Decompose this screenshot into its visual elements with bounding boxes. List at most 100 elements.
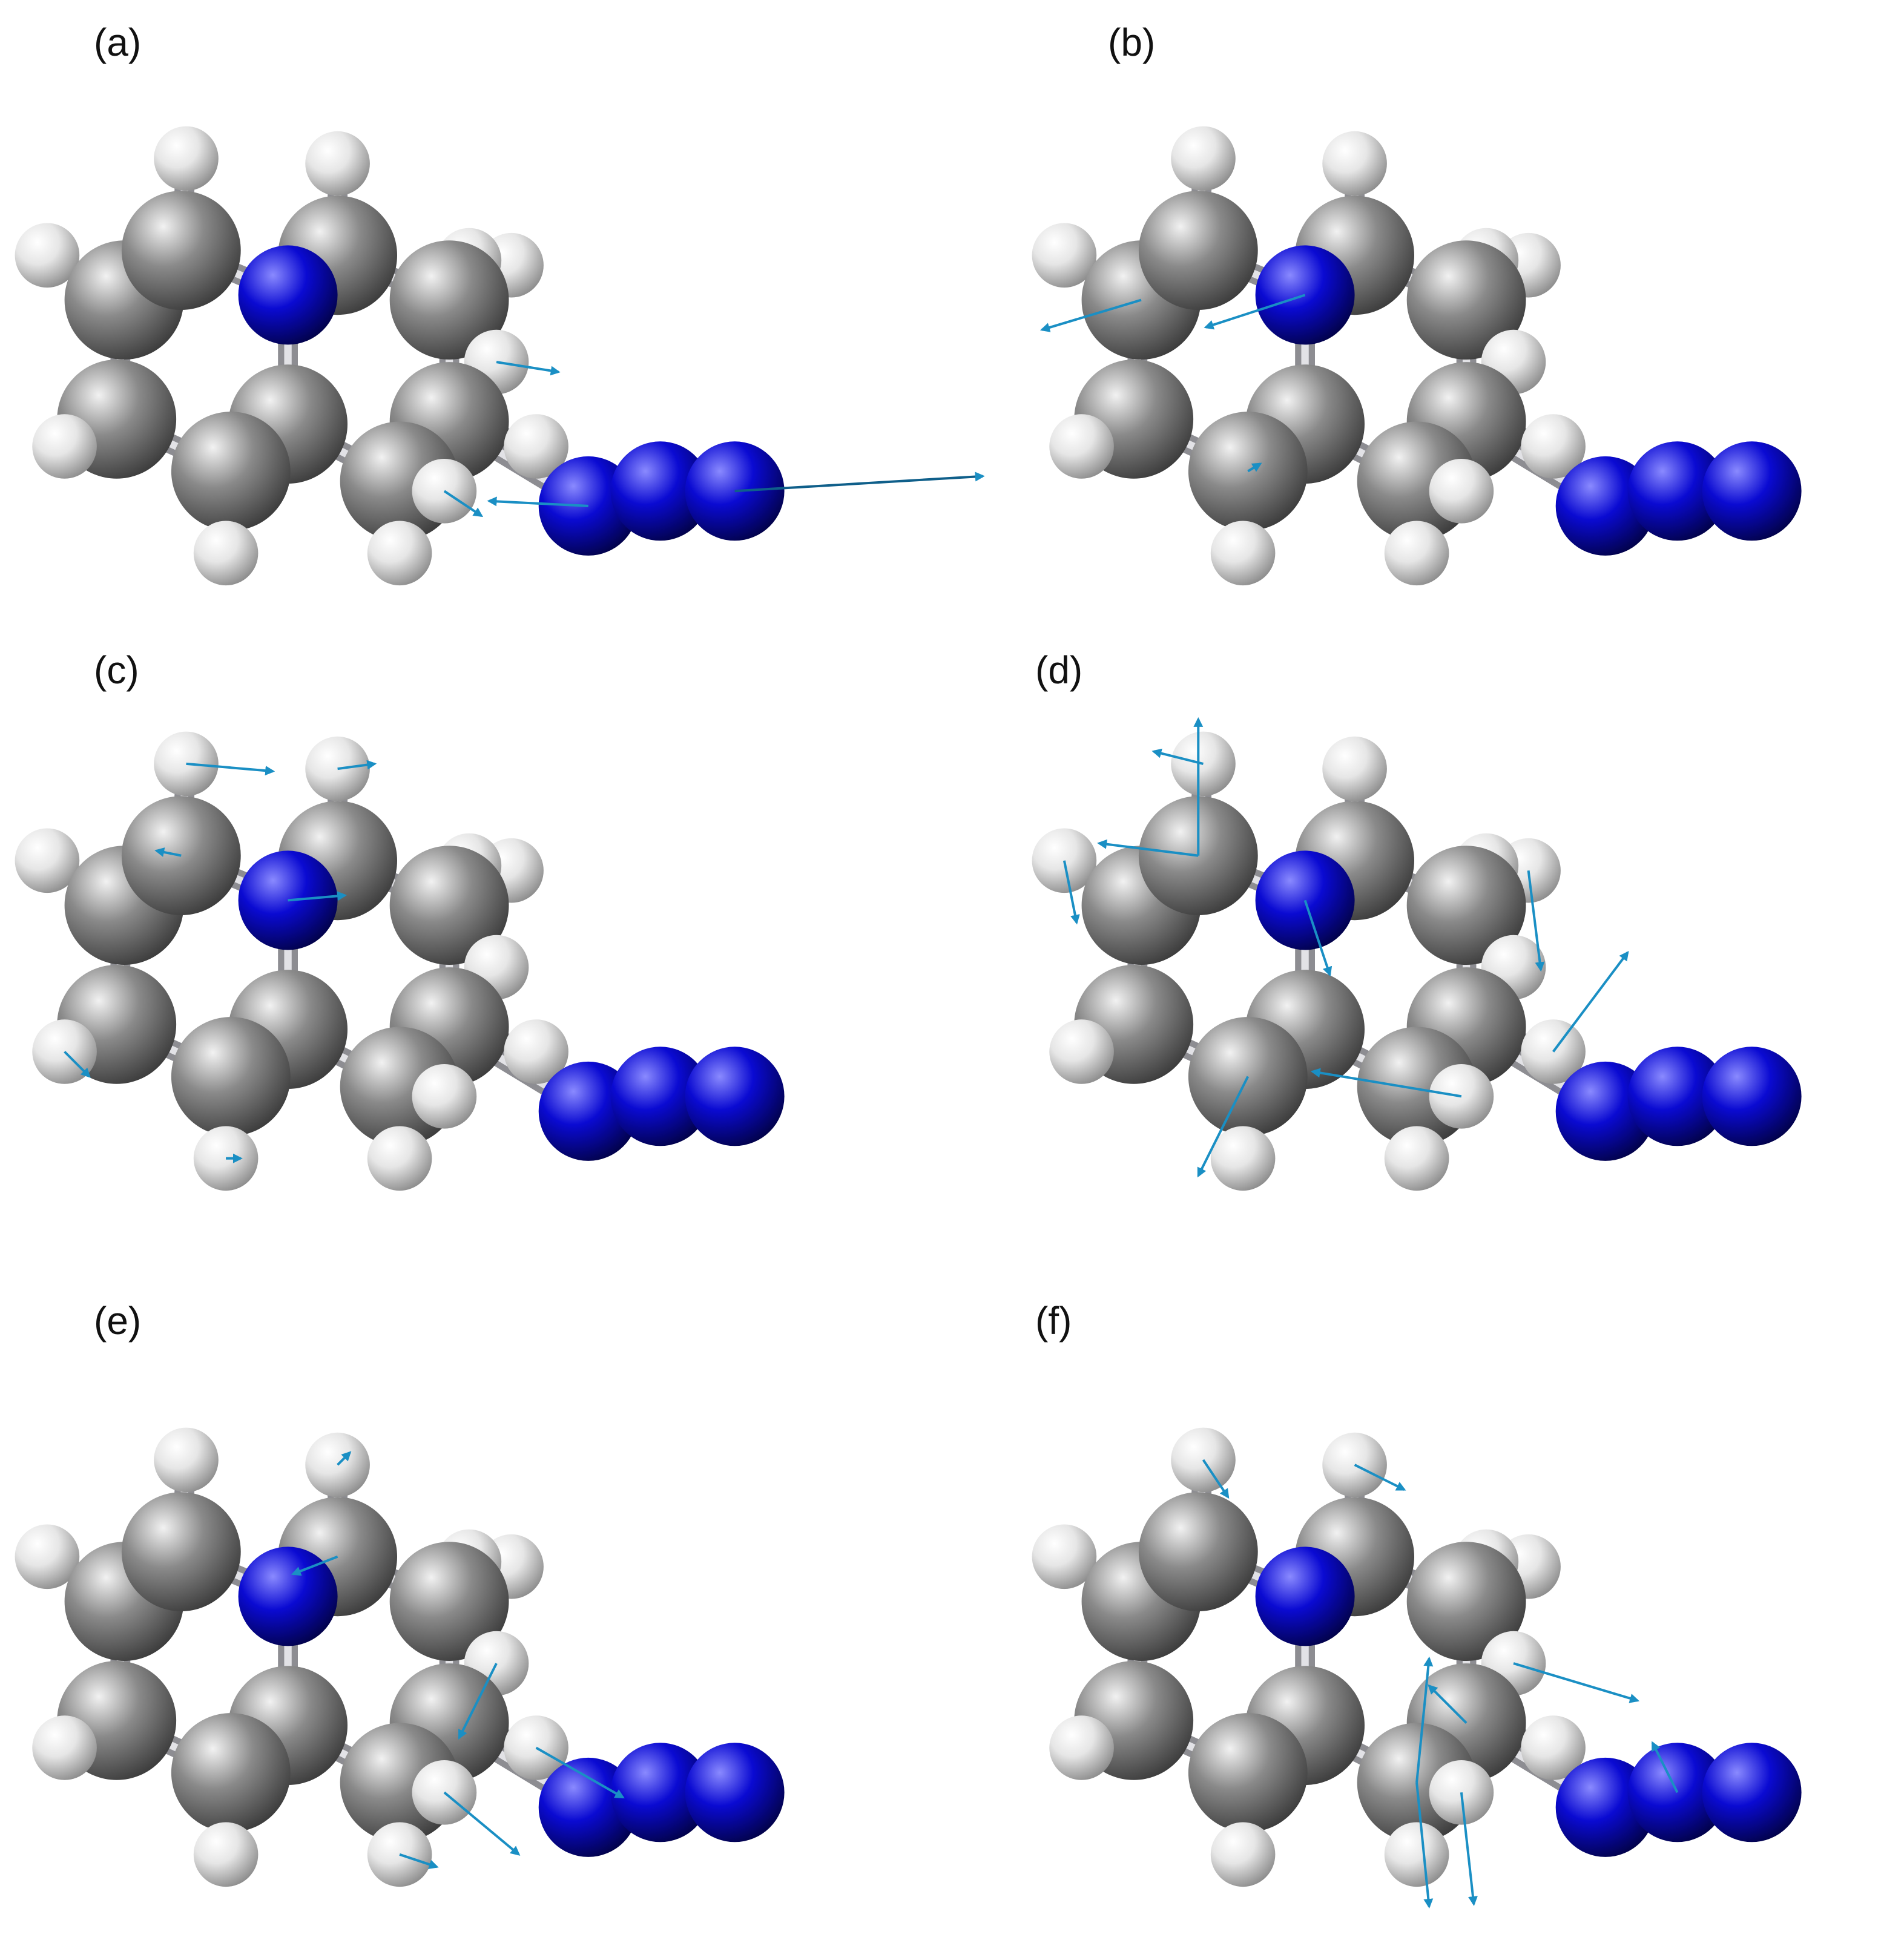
displacement-vector — [1460, 1792, 1478, 1906]
panel-label-e: (e) — [94, 1299, 142, 1343]
nitrogen-atom — [610, 441, 710, 541]
molecule-panel-e — [15, 1427, 785, 1887]
hydrogen-atom — [367, 1126, 432, 1191]
nitrogen-atom — [1702, 1047, 1802, 1146]
displacement-vector — [291, 1555, 338, 1576]
displacement-vector — [154, 847, 182, 857]
panel-label-c: (c) — [94, 648, 139, 692]
nitrogen-atom — [1627, 1047, 1727, 1146]
nitrogen-atom — [610, 1743, 710, 1842]
panel-label-a: (a) — [94, 21, 142, 64]
hydrogen-atom — [1032, 1524, 1097, 1589]
hydrogen-atom — [1384, 1126, 1449, 1191]
hydrogen-atom — [412, 1064, 477, 1129]
nitrogen-atom — [1702, 441, 1802, 541]
nitrogen-atom — [238, 245, 338, 345]
hydrogen-atom — [154, 126, 219, 191]
displacement-vector — [1197, 1076, 1250, 1178]
carbon-atom — [1138, 1492, 1258, 1612]
displacement-vector — [1415, 1656, 1434, 1783]
displacement-vector — [1428, 1684, 1468, 1724]
panel-label-d: (d) — [1035, 648, 1083, 692]
panel-label-f: (f) — [1035, 1299, 1072, 1343]
molecule-panel-a — [15, 126, 985, 586]
nitrogen-atom — [610, 1047, 710, 1146]
displacement-vector — [1310, 1068, 1462, 1098]
carbon-atom — [121, 1492, 241, 1612]
displacement-vector — [443, 490, 484, 518]
carbon-atom — [171, 1017, 291, 1136]
hydrogen-atom — [1384, 521, 1449, 586]
displacement-vector — [1062, 860, 1080, 925]
carbon-atom — [1406, 846, 1526, 965]
displacement-vector — [337, 760, 377, 771]
displacement-vector — [535, 1746, 625, 1799]
displacement-vector — [1202, 1459, 1230, 1499]
displacement-vector — [458, 1663, 498, 1740]
displacement-vector — [186, 762, 275, 776]
hydrogen-atom — [504, 414, 568, 479]
hydrogen-atom — [1521, 1715, 1586, 1780]
hydrogen-atom — [193, 521, 259, 586]
displacement-vector — [1204, 294, 1306, 330]
carbon-atom — [1406, 1542, 1526, 1662]
nitrogen-atom — [238, 850, 338, 950]
carbon-atom — [1188, 1713, 1308, 1832]
displacement-vector — [496, 361, 561, 376]
displacement-vector — [288, 891, 348, 902]
hydrogen-atom — [305, 131, 370, 196]
carbon-atom — [389, 846, 509, 965]
hydrogen-atom — [367, 521, 432, 586]
hydrogen-atom — [1171, 126, 1236, 191]
molecule-panel-f — [1032, 1427, 1802, 1909]
hydrogen-atom — [504, 1019, 568, 1084]
molecule-panel-b — [1032, 126, 1802, 586]
carbon-atom — [389, 1542, 509, 1662]
hydrogen-atom — [1384, 1822, 1449, 1887]
carbon-atom — [171, 412, 291, 531]
hydrogen-atom — [1032, 223, 1097, 288]
hydrogen-atom — [1032, 828, 1097, 893]
molecule-panel-c — [15, 731, 785, 1191]
nitrogen-atom — [1702, 1743, 1802, 1842]
hydrogen-atom — [1322, 736, 1387, 801]
hydrogen-atom — [1521, 414, 1586, 479]
displacement-vector — [1039, 298, 1142, 332]
nitrogen-atom — [238, 1547, 338, 1646]
nitrogen-atom — [1255, 1547, 1355, 1646]
displacement-vector — [1415, 1782, 1434, 1909]
displacement-vector — [1513, 1662, 1640, 1703]
displacement-vector — [1552, 950, 1629, 1053]
carbon-atom — [389, 240, 509, 360]
hydrogen-atom — [1210, 521, 1276, 586]
displacement-vector — [734, 472, 985, 493]
displacement-vector — [64, 1051, 91, 1078]
hydrogen-atom — [1049, 1715, 1114, 1780]
hydrogen-atom — [32, 414, 97, 479]
carbon-atom — [171, 1713, 291, 1832]
displacement-vector — [399, 1853, 439, 1869]
hydrogen-atom — [193, 1822, 259, 1887]
hydrogen-atom — [1210, 1822, 1276, 1887]
nitrogen-atom — [685, 1743, 785, 1842]
displacement-vector — [1097, 839, 1199, 857]
hydrogen-atom — [32, 1715, 97, 1780]
hydrogen-atom — [1049, 414, 1114, 479]
carbon-atom — [121, 191, 241, 310]
hydrogen-atom — [15, 223, 80, 288]
displacement-vector — [1303, 899, 1332, 977]
nitrogen-atom — [685, 1047, 785, 1146]
hydrogen-atom — [15, 828, 80, 893]
hydrogen-atom — [1322, 131, 1387, 196]
nitrogen-atom — [1627, 441, 1727, 541]
carbon-atom — [1406, 240, 1526, 360]
hydrogen-atom — [154, 1427, 219, 1493]
hydrogen-atom — [1049, 1019, 1114, 1084]
displacement-vector — [1651, 1741, 1679, 1793]
displacement-vector — [1354, 1464, 1406, 1491]
displacement-vector — [1247, 462, 1262, 473]
displacement-vector — [487, 496, 588, 507]
displacement-vector — [443, 1791, 521, 1856]
panel-label-b: (b) — [1108, 21, 1156, 64]
